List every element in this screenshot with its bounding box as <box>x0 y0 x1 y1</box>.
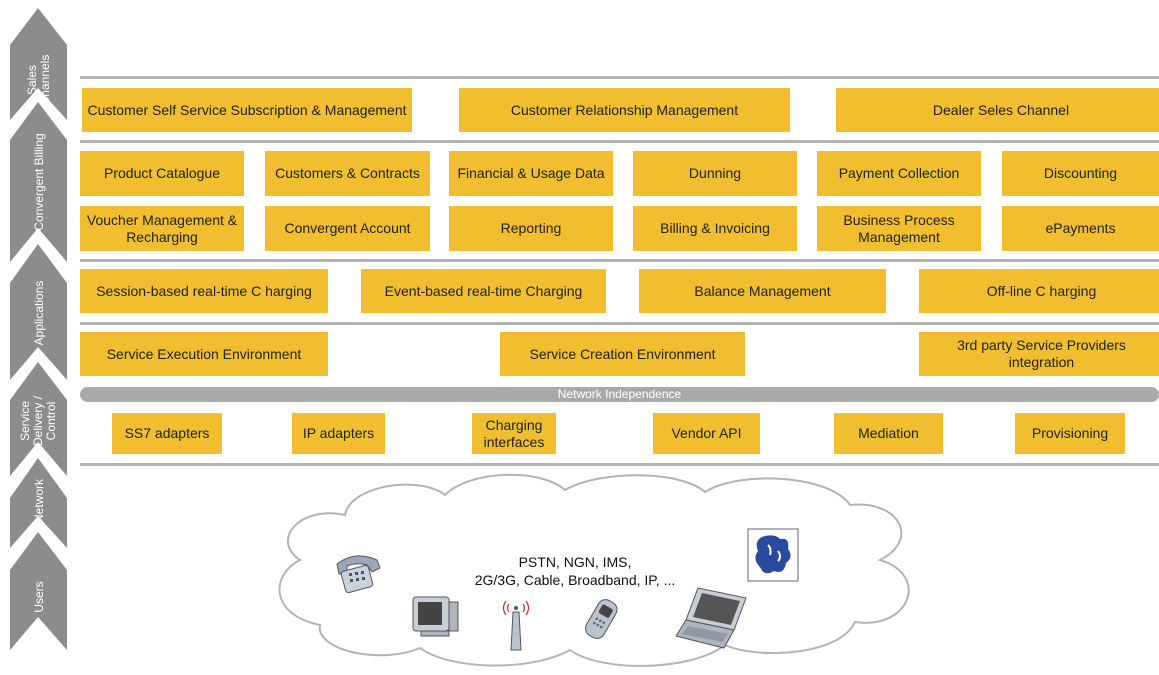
adapter-provisioning: Provisioning <box>1015 413 1125 454</box>
adapter-charging-interfaces: Charging interfaces <box>472 413 556 454</box>
app-balance-management: Balance Management <box>639 269 886 313</box>
layer-chevron-service <box>10 362 67 476</box>
layer-label-service: Service Delivery / Control <box>18 396 58 447</box>
globe-icon <box>747 528 799 582</box>
billing-business-process: Business Process Management <box>817 206 981 251</box>
billing-convergent-account: Convergent Account <box>265 206 430 251</box>
layer-chevron-users <box>10 532 67 650</box>
mobile-phone-icon <box>585 599 618 639</box>
layer-chevron-network <box>10 458 67 548</box>
sales-self-service-box: Customer Self Service Subscription & Man… <box>82 88 412 132</box>
adapter-mediation: Mediation <box>834 413 943 454</box>
billing-invoicing: Billing & Invoicing <box>633 206 797 251</box>
network-types-line1: PSTN, NGN, IMS, <box>518 554 632 570</box>
layer-chevron-billing <box>10 102 67 262</box>
billing-financial-usage: Financial & Usage Data <box>449 151 613 196</box>
service-execution-env: Service Execution Environment <box>80 332 328 376</box>
separator-line <box>80 463 1159 466</box>
sales-dealer-box: Dealer Seles Channel <box>836 88 1159 132</box>
billing-payment-collection: Payment Collection <box>817 151 981 196</box>
billing-discounting: Discounting <box>1002 151 1159 196</box>
adapter-ip: IP adapters <box>292 413 385 454</box>
layer-label-billing: Convergent Billing <box>32 133 46 231</box>
billing-voucher-management: Voucher Management & Recharging <box>80 206 244 251</box>
adapter-ss7: SS7 adapters <box>112 413 222 454</box>
layer-label-network: Network <box>32 479 46 524</box>
separator-line <box>80 259 1159 262</box>
layer-label-applications: Applications <box>32 280 46 346</box>
network-independence-bar: Network Independence <box>80 387 1159 402</box>
app-offline-charging: Off-line C harging <box>919 269 1159 313</box>
service-creation-env: Service Creation Environment <box>500 332 745 376</box>
billing-reporting: Reporting <box>449 206 613 251</box>
billing-customers-contracts: Customers & Contracts <box>265 151 430 196</box>
telephone-icon <box>336 555 381 594</box>
third-party-integration: 3rd party Service Providers integration <box>919 332 1159 376</box>
laptop-icon <box>675 587 747 649</box>
network-types-text: PSTN, NGN, IMS, 2G/3G, Cable, Broadband,… <box>455 553 695 589</box>
billing-epayments: ePayments <box>1002 206 1159 251</box>
adapter-vendor-api: Vendor API <box>653 413 760 454</box>
billing-dunning: Dunning <box>633 151 797 196</box>
separator-line <box>80 76 1159 79</box>
layer-label-users: Users <box>32 581 46 613</box>
layer-chevron-sales <box>10 8 67 120</box>
layer-label-sales: Sales Channels <box>25 54 52 106</box>
sales-crm-box: Customer Relationship Management <box>459 88 790 132</box>
layer-chevron-applications <box>10 244 67 380</box>
network-types-line2: 2G/3G, Cable, Broadband, IP, ... <box>474 572 676 588</box>
separator-line <box>80 140 1159 143</box>
app-session-charging: Session-based real-time C harging <box>80 269 328 313</box>
layer-rail <box>10 8 67 650</box>
antenna-icon <box>502 600 530 651</box>
app-event-charging: Event-based real-time Charging <box>361 269 606 313</box>
tv-icon <box>412 596 459 637</box>
separator-line <box>80 322 1159 325</box>
billing-product-catalogue: Product Catalogue <box>80 151 244 196</box>
